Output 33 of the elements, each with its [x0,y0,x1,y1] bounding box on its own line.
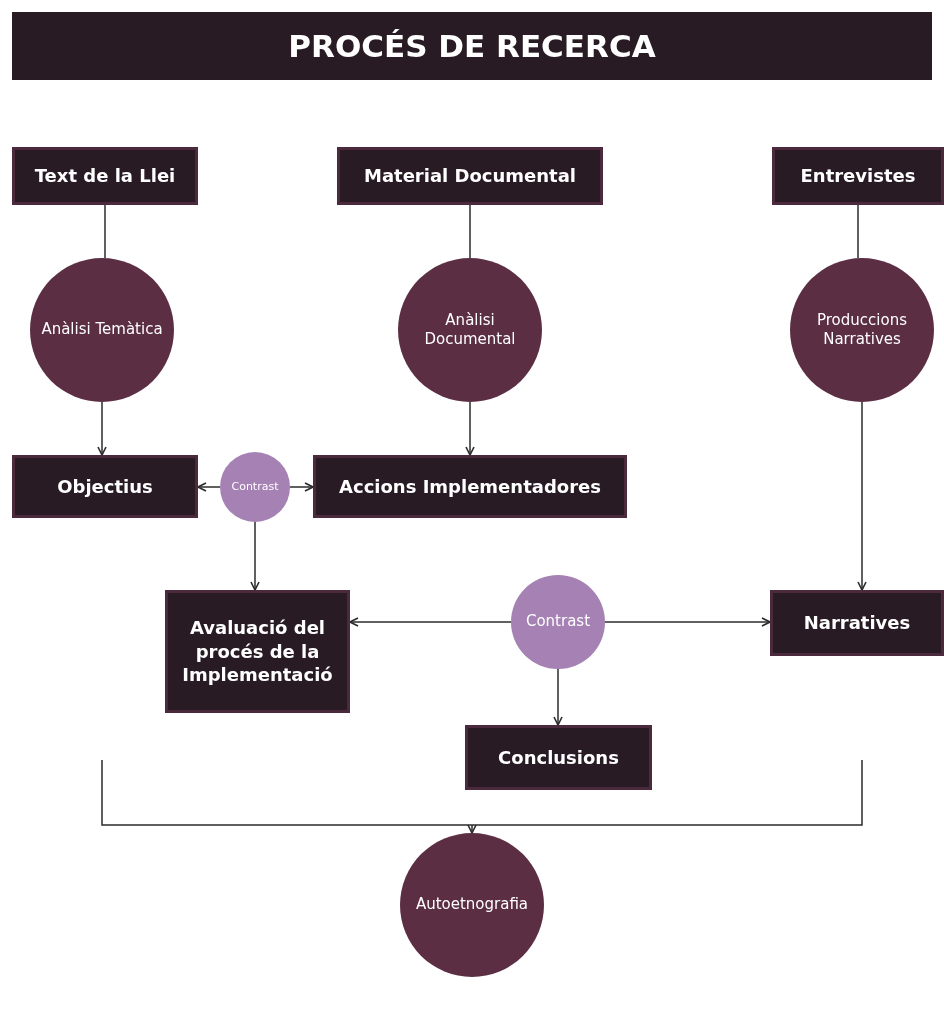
node-label: Conclusions [498,745,619,770]
node-label: Text de la Llei [34,164,176,188]
process-box [337,147,603,205]
arrow [465,401,475,456]
process-box [465,725,652,790]
process-box [770,590,944,656]
node-label: Anàlisi Temàtica [41,320,163,340]
process-box [12,455,198,518]
arrow [857,401,867,591]
node-label: Contrast [525,612,591,632]
node-label: Objectius [57,474,153,499]
process-box [12,147,198,205]
node-label: Anàlisi Documental [423,310,517,350]
node-label: Avaluació del procés de la Implementació [181,616,334,687]
node-label: Autoetnografia [415,895,529,915]
title-banner: PROCÉS DE RECERCA [12,12,932,80]
node-label: Narratives [803,611,911,635]
node-label: Produccions Narratives [816,310,908,350]
node-label: Material Documental [364,164,576,188]
arrow [289,482,314,492]
arrow [553,668,563,726]
arrow [250,521,260,591]
process-box [165,590,350,713]
arrow [467,824,477,834]
node-label: Contrast [231,479,279,495]
process-box [772,147,944,205]
arrow [604,617,771,627]
arrow [197,482,221,492]
process-box [313,455,627,518]
arrow [349,617,512,627]
node-label: Entrevistes [800,164,916,188]
arrow [97,401,107,456]
node-label: Accions Implementadores [339,474,601,499]
